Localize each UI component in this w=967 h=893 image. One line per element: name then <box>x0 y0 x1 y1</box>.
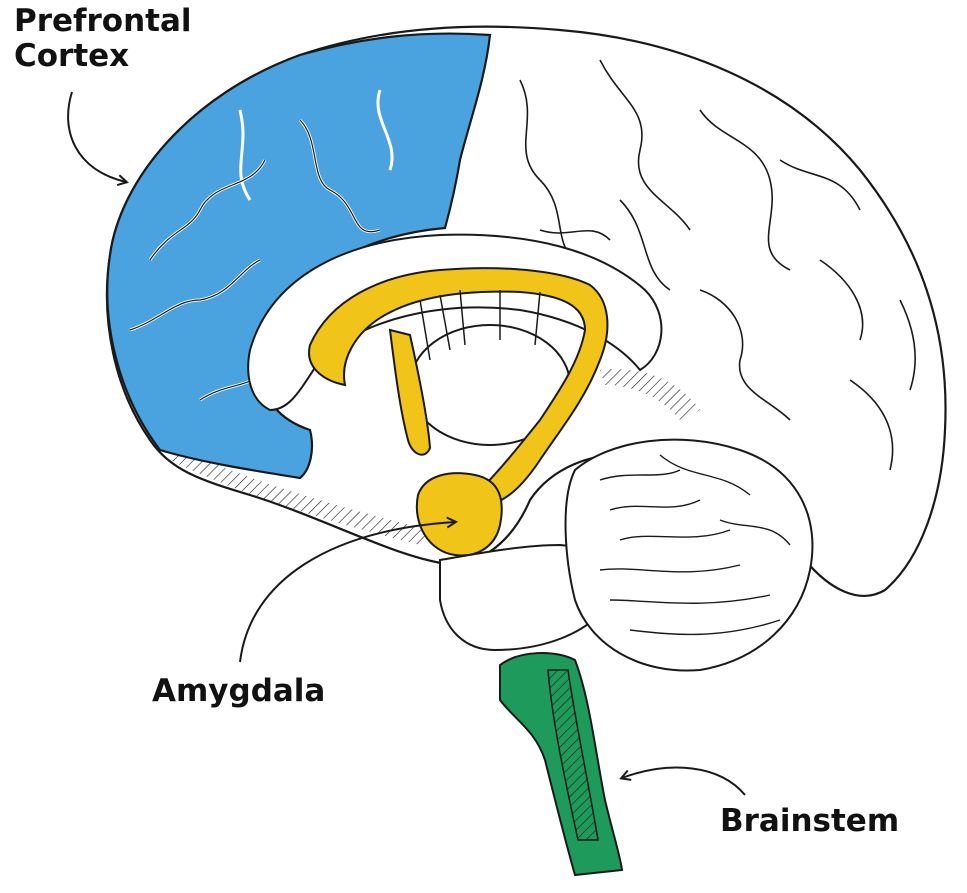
curved-arrow-to-amygdala <box>240 522 455 662</box>
fornix-column <box>390 330 430 455</box>
cortex-gyri <box>520 60 915 470</box>
amygdala-label: Amygdala <box>152 673 326 709</box>
limbic-arc <box>309 268 607 505</box>
cerebellum-folia <box>600 455 790 634</box>
curved-arrow-to-prefrontal <box>68 92 126 182</box>
cerebrum-underside-shading <box>170 450 430 545</box>
prefrontal-sulci <box>130 120 380 400</box>
prefrontal-cortex-label: Prefrontal Cortex <box>14 3 192 74</box>
brainstem-label: Brainstem <box>720 803 900 839</box>
midbrain-shading <box>600 369 700 420</box>
brainstem-core <box>548 670 598 840</box>
limbic-strands <box>420 290 540 360</box>
curved-arrow-to-brainstem <box>622 768 745 795</box>
cerebellum <box>566 440 813 671</box>
